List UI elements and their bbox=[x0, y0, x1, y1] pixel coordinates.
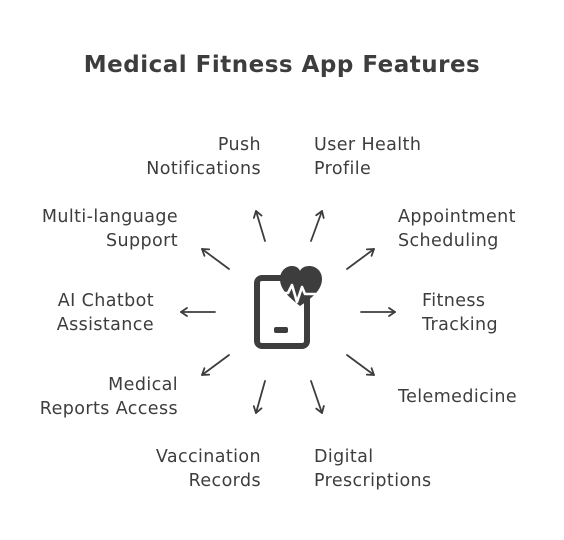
label-user-health-profile: User Health Profile bbox=[314, 135, 422, 179]
diagram-title: Medical Fitness App Features bbox=[83, 52, 481, 78]
arrow-medical-reports-access bbox=[201, 354, 230, 376]
arrow-push-notifications bbox=[252, 210, 266, 242]
label-push-notifications: Push Notifications bbox=[146, 135, 261, 179]
label-medical-reports-access: Medical Reports Access bbox=[39, 375, 178, 419]
arrow-vaccination-records bbox=[252, 380, 266, 414]
arrow-digital-prescriptions bbox=[310, 380, 325, 414]
label-ai-chatbot-assistance: AI Chatbot Assistance bbox=[56, 291, 154, 335]
arrow-user-health-profile bbox=[310, 210, 325, 242]
arrow-appointment-scheduling bbox=[346, 248, 375, 270]
center-phone-heart-icon bbox=[254, 266, 322, 349]
label-appointment-scheduling: Appointment Scheduling bbox=[398, 207, 516, 251]
label-fitness-tracking: Fitness Tracking bbox=[422, 291, 499, 335]
arrow-multi-language-support bbox=[201, 248, 230, 270]
label-telemedicine: Telemedicine bbox=[398, 387, 518, 407]
label-vaccination-records: Vaccination Records bbox=[155, 447, 261, 491]
arrow-telemedicine bbox=[346, 354, 375, 376]
label-digital-prescriptions: Digital Prescriptions bbox=[314, 447, 432, 491]
label-multi-language-support: Multi-language Support bbox=[41, 207, 178, 251]
